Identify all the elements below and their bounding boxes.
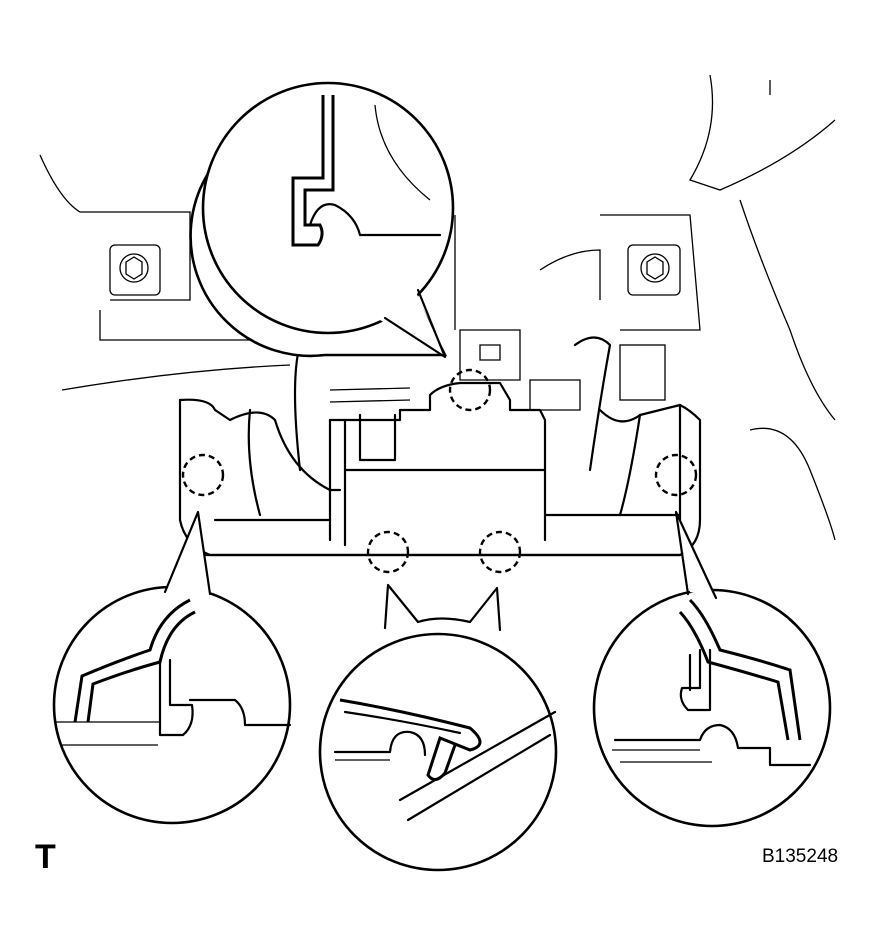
view-mark: T bbox=[35, 838, 56, 876]
clip-marker-bottom-right bbox=[478, 530, 522, 574]
detail-view-left bbox=[52, 510, 292, 825]
clip-marker-bottom-left bbox=[366, 530, 410, 574]
clip-location-markers bbox=[181, 368, 698, 574]
detail-view-top bbox=[189, 81, 455, 359]
clip-marker-top bbox=[448, 368, 492, 412]
detail-view-right bbox=[592, 510, 832, 828]
detail-view-bottom bbox=[318, 583, 558, 872]
clip-marker-right bbox=[654, 453, 698, 497]
column-cover-body bbox=[178, 336, 702, 557]
illustration-code: B135248 bbox=[762, 846, 839, 867]
clip-marker-left bbox=[181, 453, 225, 497]
